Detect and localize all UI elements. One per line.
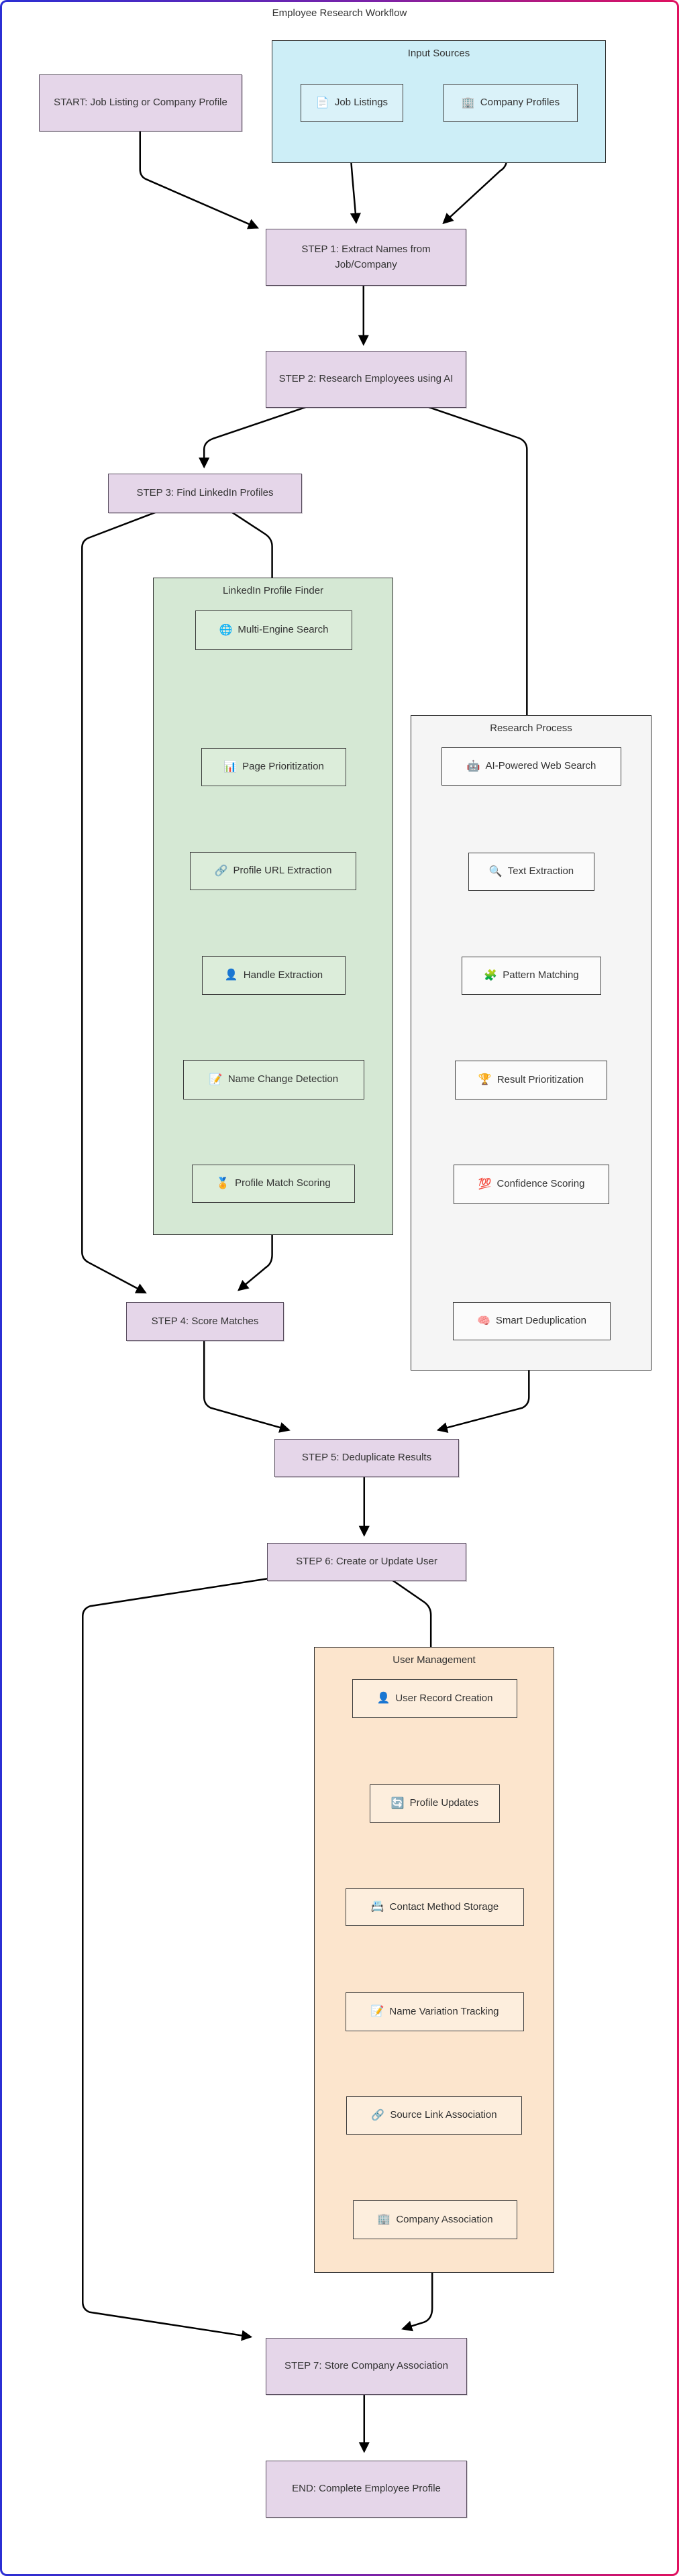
node-user-record-creation-label: User Record Creation	[395, 1692, 493, 1704]
node-step-5-label: STEP 5: Deduplicate Results	[301, 1452, 432, 1464]
node-profile-url-extraction-label: Profile URL Extraction	[233, 865, 332, 877]
puzzle-piece-icon: 🧩	[484, 969, 498, 981]
node-handle-extraction: 👤 Handle Extraction	[202, 956, 346, 995]
refresh-arrows-icon: 🔄	[390, 1797, 405, 1809]
subgraph-user-management: User Management	[314, 1647, 554, 2273]
office-building-icon: 🏢	[377, 2214, 391, 2225]
node-company-profiles-label: Company Profiles	[480, 97, 560, 109]
node-step-7: STEP 7: Store Company Association	[266, 2338, 467, 2395]
memo-icon: 📝	[370, 2006, 384, 2017]
node-name-change-detection: 📝 Name Change Detection	[183, 1060, 364, 1099]
node-handle-extraction-label: Handle Extraction	[243, 969, 323, 981]
node-contact-method-storage-label: Contact Method Storage	[389, 1900, 499, 1913]
node-result-prioritization: 🏆 Result Prioritization	[455, 1061, 607, 1099]
subgraph-research-process-title: Research Process	[490, 722, 572, 734]
node-source-link-association-label: Source Link Association	[390, 2109, 497, 2121]
node-profile-updates: 🔄 Profile Updates	[370, 1784, 500, 1823]
node-step-3-label: STEP 3: Find LinkedIn Profiles	[136, 487, 274, 499]
node-name-variation-tracking: 📝 Name Variation Tracking	[346, 1992, 524, 2031]
node-step-4: STEP 4: Score Matches	[126, 1302, 284, 1341]
hundred-points-icon: 💯	[478, 1178, 492, 1190]
node-step-3: STEP 3: Find LinkedIn Profiles	[108, 474, 302, 513]
node-page-prioritization-label: Page Prioritization	[242, 761, 324, 773]
node-start-label: START: Job Listing or Company Profile	[54, 97, 227, 109]
node-name-change-detection-label: Name Change Detection	[227, 1073, 339, 1085]
document-icon: 📄	[315, 97, 329, 109]
node-step-2-label: STEP 2: Research Employees using AI	[278, 373, 454, 385]
node-contact-method-storage: 📇 Contact Method Storage	[346, 1888, 524, 1926]
node-user-record-creation: 👤 User Record Creation	[352, 1679, 517, 1718]
diagram-title: Employee Research Workflow	[272, 7, 407, 19]
office-building-icon: 🏢	[461, 97, 475, 109]
node-pattern-matching-label: Pattern Matching	[503, 969, 579, 981]
node-result-prioritization-label: Result Prioritization	[497, 1073, 584, 1085]
node-company-profiles: 🏢 Company Profiles	[443, 84, 578, 122]
node-smart-deduplication: 🧠 Smart Deduplication	[453, 1302, 611, 1340]
node-page-prioritization: 📊 Page Prioritization	[201, 748, 346, 786]
node-job-listings: 📄 Job Listings	[301, 84, 403, 122]
node-text-extraction-label: Text Extraction	[507, 865, 574, 877]
node-step-7-label: STEP 7: Store Company Association	[284, 2360, 448, 2372]
node-end: END: Complete Employee Profile	[266, 2461, 467, 2518]
node-profile-match-scoring: 🏅 Profile Match Scoring	[192, 1165, 355, 1203]
card-index-icon: 📇	[370, 1901, 384, 1913]
subgraph-linkedin-profile-finder: LinkedIn Profile Finder	[153, 578, 393, 1235]
node-ai-powered-web-search: 🤖 AI-Powered Web Search	[441, 747, 621, 786]
node-pattern-matching: 🧩 Pattern Matching	[462, 957, 601, 995]
node-ai-powered-web-search-label: AI-Powered Web Search	[485, 760, 596, 772]
memo-icon: 📝	[209, 1073, 223, 1085]
user-silhouette-icon: 👤	[224, 969, 238, 981]
node-step-6-label: STEP 6: Create or Update User	[296, 1556, 437, 1568]
medal-icon: 🏅	[216, 1177, 230, 1189]
node-step-6: STEP 6: Create or Update User	[267, 1543, 466, 1581]
node-confidence-scoring: 💯 Confidence Scoring	[454, 1165, 609, 1204]
subgraph-user-management-title: User Management	[393, 1654, 476, 1666]
node-profile-url-extraction: 🔗 Profile URL Extraction	[190, 852, 356, 890]
node-step-2: STEP 2: Research Employees using AI	[266, 351, 466, 408]
node-profile-match-scoring-label: Profile Match Scoring	[235, 1177, 331, 1189]
brain-icon: 🧠	[477, 1315, 490, 1327]
node-name-variation-tracking-label: Name Variation Tracking	[389, 2005, 499, 2017]
node-start: START: Job Listing or Company Profile	[39, 74, 242, 131]
globe-icon: 🌐	[219, 624, 233, 636]
link-icon: 🔗	[214, 865, 228, 877]
node-step-4-label: STEP 4: Score Matches	[151, 1315, 259, 1327]
node-profile-updates-label: Profile Updates	[409, 1797, 479, 1809]
robot-icon: 🤖	[466, 760, 480, 772]
link-icon: 🔗	[371, 2109, 385, 2121]
node-end-label: END: Complete Employee Profile	[292, 2483, 441, 2495]
user-silhouette-icon: 👤	[376, 1693, 390, 1704]
node-job-listings-label: Job Listings	[334, 97, 388, 109]
node-multi-engine-search-label: Multi-Engine Search	[238, 624, 329, 636]
magnifier-icon: 🔍	[488, 865, 503, 877]
node-company-association: 🏢 Company Association	[353, 2200, 517, 2239]
node-step-5: STEP 5: Deduplicate Results	[274, 1439, 459, 1477]
node-company-association-label: Company Association	[396, 2213, 493, 2225]
subgraph-input-sources-title: Input Sources	[407, 48, 470, 59]
node-confidence-scoring-label: Confidence Scoring	[497, 1178, 585, 1190]
node-smart-deduplication-label: Smart Deduplication	[495, 1315, 586, 1327]
node-multi-engine-search: 🌐 Multi-Engine Search	[195, 610, 352, 650]
subgraph-research-process: Research Process	[411, 715, 651, 1371]
trophy-icon: 🏆	[478, 1074, 492, 1085]
node-step-1: STEP 1: Extract Names from Job/Company	[266, 229, 466, 286]
subgraph-linkedin-profile-finder-title: LinkedIn Profile Finder	[222, 585, 324, 596]
node-source-link-association: 🔗 Source Link Association	[346, 2096, 522, 2135]
node-text-extraction: 🔍 Text Extraction	[468, 853, 594, 891]
bar-chart-icon: 📊	[223, 761, 238, 773]
node-step-1-label: STEP 1: Extract Names from Job/Company	[301, 244, 431, 270]
